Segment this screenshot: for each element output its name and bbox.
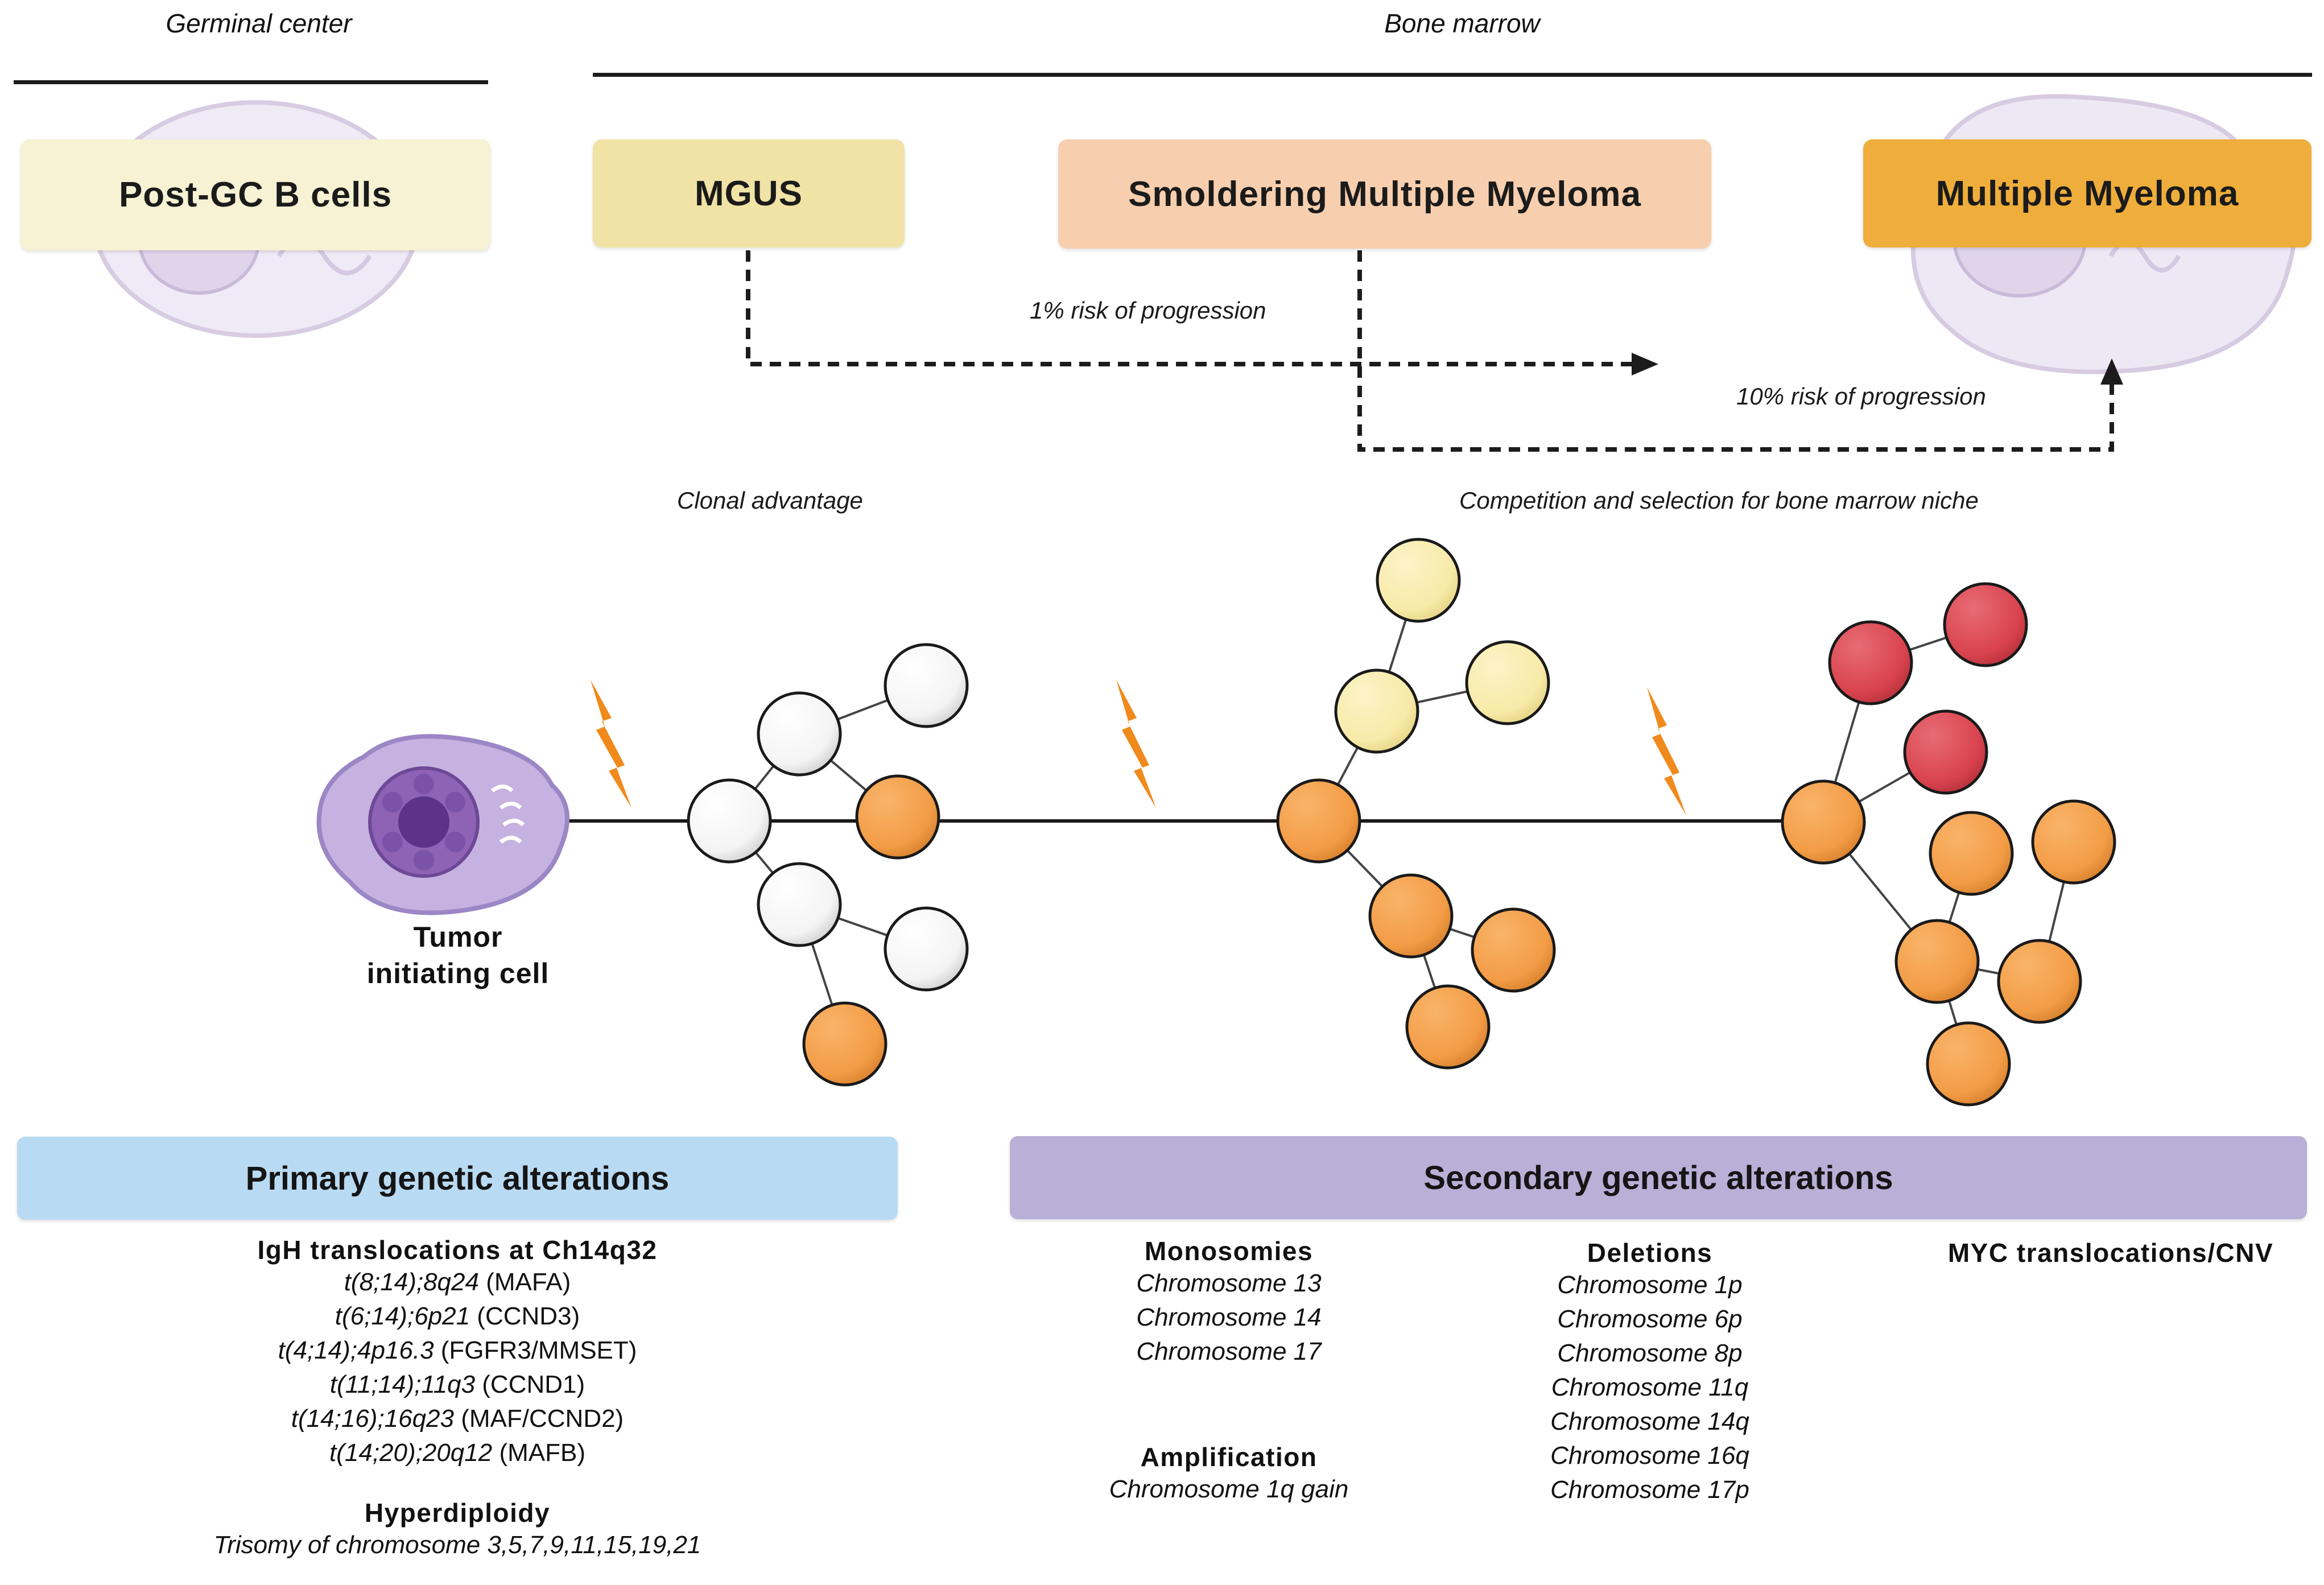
lightning-icon-3 xyxy=(1647,687,1686,815)
deletions-title: Deletions xyxy=(1587,1238,1713,1268)
translocation-item: t(14;16);16q23 (MAF/CCND2) xyxy=(291,1405,624,1433)
clone-cell-orange xyxy=(1894,919,1980,1004)
secondary-banner-label: Secondary genetic alterations xyxy=(1423,1159,1893,1196)
clone-cell-white xyxy=(757,691,842,777)
clone-cell-yellow xyxy=(1465,640,1550,725)
tumor-initiating-cell-icon xyxy=(316,734,569,915)
monosomies-title: Monosomies xyxy=(1144,1236,1314,1266)
deletion-item: Chromosome 6p xyxy=(1557,1305,1743,1333)
deletions-column: Deletions Chromosome 1p Chromosome 6p Ch… xyxy=(1468,1237,1832,1507)
clone-cell-white xyxy=(884,643,969,728)
deletion-item: Chromosome 14q xyxy=(1550,1407,1749,1435)
multiple-myeloma-label: Multiple Myeloma xyxy=(1935,174,2239,213)
post-gc-b-cells-box: Post-GC B cells xyxy=(20,139,490,250)
clone-cell-orange xyxy=(1276,778,1361,864)
smm-arrow-head xyxy=(2100,358,2123,385)
deletion-item: Chromosome 1p xyxy=(1557,1271,1743,1299)
deletion-item: Chromosome 17p xyxy=(1550,1476,1749,1504)
clone-cell-red xyxy=(1943,582,2028,667)
mgus-risk-text: 1% risk of progression xyxy=(1030,297,1266,324)
translocation-item: t(4;14);4p16.3 (FGFR3/MMSET) xyxy=(278,1336,637,1364)
clone-cell-white xyxy=(757,862,842,947)
smoldering-multiple-myeloma-label: Smoldering Multiple Myeloma xyxy=(1128,174,1641,214)
clone-cell-orange xyxy=(1368,873,1454,959)
clone-cell-orange xyxy=(1471,907,1556,993)
translocation-item: t(8;14);8q24 (MAFA) xyxy=(344,1268,571,1296)
translocation-list: t(8;14);8q24 (MAFA) t(6;14);6p21 (CCND3)… xyxy=(17,1265,898,1470)
lightning-icon-2 xyxy=(1116,680,1156,808)
translocation-item: t(14;20);20q12 (MAFB) xyxy=(329,1439,585,1467)
deletion-item: Chromosome 11q xyxy=(1551,1373,1749,1401)
bone-marrow-label: Bone marrow xyxy=(1384,9,1540,38)
clone-cell-orange xyxy=(1781,779,1866,865)
hyperdiploidy-text: Trisomy of chromosome 3,5,7,9,11,15,19,2… xyxy=(213,1531,701,1559)
smoldering-multiple-myeloma-box: Smoldering Multiple Myeloma xyxy=(1058,139,1711,249)
amplification-title: Amplification xyxy=(1140,1442,1318,1472)
mgus-progression-arrow xyxy=(746,250,1638,366)
deletion-item: Chromosome 16q xyxy=(1550,1442,1749,1470)
amplification-item: Chromosome 1q gain xyxy=(1109,1475,1349,1503)
tumor-initiating-cell-label: Tumor initiating cell xyxy=(319,919,597,992)
bone-marrow-rule xyxy=(593,73,2312,77)
monosomy-item: Chromosome 17 xyxy=(1136,1338,1322,1365)
mgus-arrow-head xyxy=(1632,353,1658,375)
translocation-item: t(6;14);6p21 (CCND3) xyxy=(335,1302,580,1330)
primary-alterations-list: IgH translocations at Ch14q32 t(8;14);8q… xyxy=(17,1235,898,1562)
smm-risk-text: 10% risk of progression xyxy=(1736,383,1986,410)
clone-cell-orange xyxy=(802,1001,888,1087)
germinal-center-label: Germinal center xyxy=(166,9,352,38)
clone-cell-orange xyxy=(855,774,940,860)
tumor-label-line1: Tumor xyxy=(413,921,503,953)
monosomies-column: Monosomies Chromosome 13 Chromosome 14 C… xyxy=(1047,1236,1411,1369)
myc-column: MYC translocations/CNV xyxy=(1912,1237,2310,1268)
clone-cell-orange xyxy=(1929,811,2014,896)
post-gc-b-cells-label: Post-GC B cells xyxy=(118,175,393,214)
clone-cell-red xyxy=(1828,620,1913,705)
igh-translocations-title: IgH translocations at Ch14q32 xyxy=(257,1235,658,1265)
clone-cell-yellow xyxy=(1334,668,1419,754)
multiple-myeloma-box: Multiple Myeloma xyxy=(1863,139,2311,247)
smm-progression-arrow xyxy=(1357,250,2114,452)
clone-cell-orange xyxy=(2031,799,2116,885)
deletion-item: Chromosome 8p xyxy=(1557,1339,1743,1367)
clone-cell-orange xyxy=(1405,984,1491,1070)
clone-cell-yellow xyxy=(1376,538,1461,623)
tumor-label-line2: initiating cell xyxy=(366,957,550,989)
monosomy-item: Chromosome 14 xyxy=(1136,1303,1322,1331)
lightning-icon-1 xyxy=(591,680,631,808)
primary-banner-label: Primary genetic alterations xyxy=(245,1159,670,1197)
mgus-label: MGUS xyxy=(695,174,803,213)
mgus-box: MGUS xyxy=(593,139,905,247)
clonal-advantage-text: Clonal advantage xyxy=(677,487,863,514)
clone-cell-orange xyxy=(1997,939,2082,1024)
myc-title: MYC translocations/CNV xyxy=(1947,1238,2274,1268)
clone-cell-red xyxy=(1903,709,1988,795)
clone-cell-white xyxy=(884,906,969,992)
germinal-center-rule xyxy=(14,80,488,84)
monosomy-item: Chromosome 13 xyxy=(1136,1269,1322,1297)
amplification-column: Amplification Chromosome 1q gain xyxy=(1047,1442,1411,1506)
translocation-item: t(11;14);11q3 (CCND1) xyxy=(329,1371,585,1398)
hyperdiploidy-title: Hyperdiploidy xyxy=(364,1498,551,1528)
clone-cell-white xyxy=(687,778,772,864)
clone-cell-orange xyxy=(1926,1021,2011,1107)
secondary-genetic-alterations-banner: Secondary genetic alterations xyxy=(1010,1136,2307,1219)
competition-text: Competition and selection for bone marro… xyxy=(1459,487,1979,514)
primary-genetic-alterations-banner: Primary genetic alterations xyxy=(17,1137,898,1220)
